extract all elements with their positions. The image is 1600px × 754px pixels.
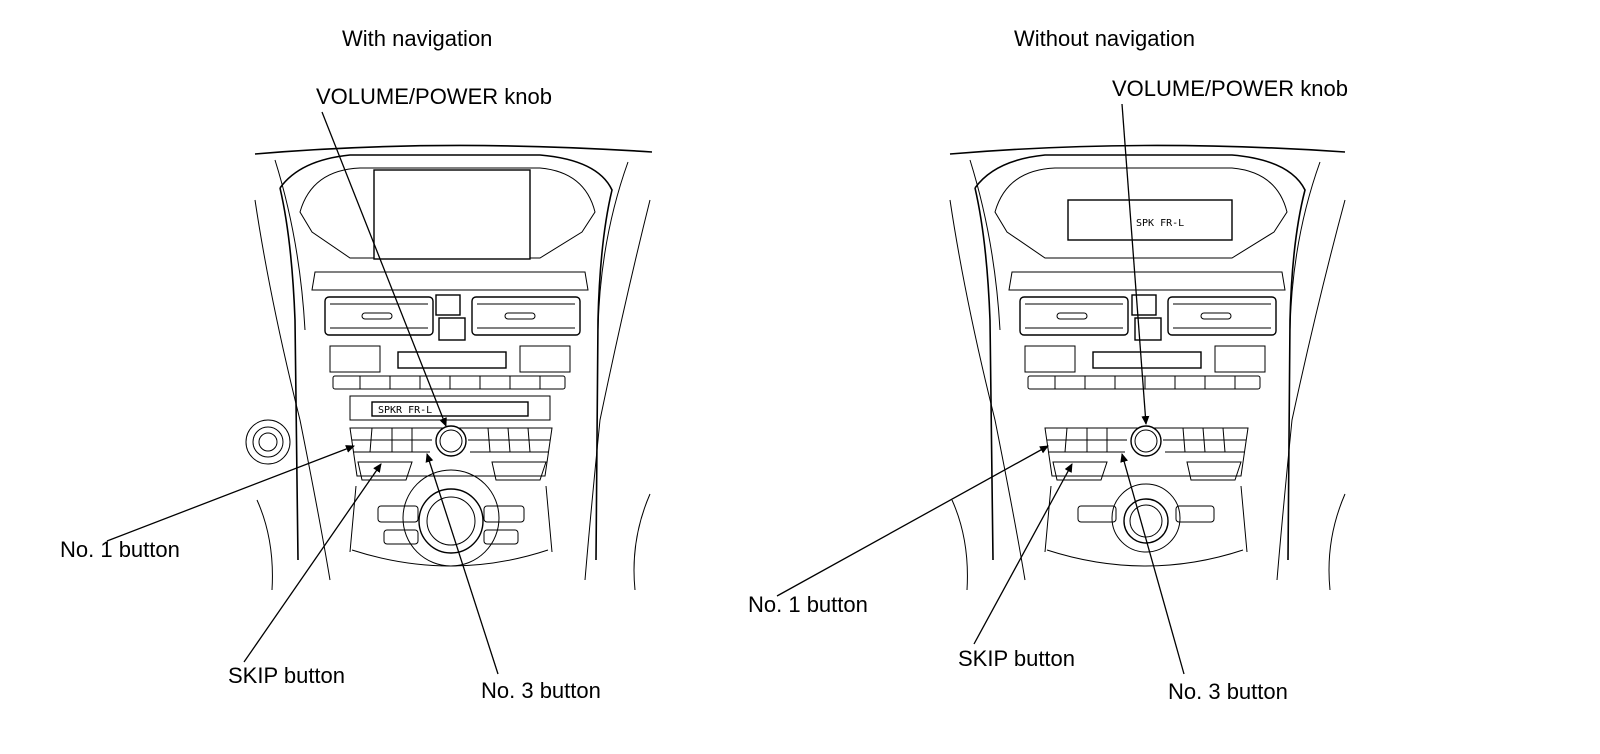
right-dashboard: SPK FR-L xyxy=(949,144,1346,591)
left-no1-label: No. 1 button xyxy=(60,537,180,562)
left-no3-leader xyxy=(425,453,499,675)
right-skip-leader xyxy=(973,463,1073,645)
left-caption: With navigation xyxy=(342,26,493,51)
right-leader-lines xyxy=(776,103,1185,675)
left-leader-lines xyxy=(106,111,499,675)
right-no1-leader xyxy=(776,445,1049,597)
right-no3-label: No. 3 button xyxy=(1168,679,1288,704)
right-skip-label: SKIP button xyxy=(958,646,1076,671)
right-info-display-text: SPK FR-L xyxy=(1136,218,1184,229)
left-no3-label: No. 3 button xyxy=(481,678,601,703)
left-skip-label: SKIP button xyxy=(228,663,346,688)
left-volume-label: VOLUME/POWER knob xyxy=(316,84,552,109)
right-no1-label: No. 1 button xyxy=(748,592,868,617)
left-no1-leader xyxy=(106,445,355,542)
left-volume-leader xyxy=(321,111,447,427)
left-radio-display-text: SPKR FR-L xyxy=(378,405,432,416)
right-volume-leader xyxy=(1121,103,1150,425)
left-dashboard: SPKR FR-L xyxy=(245,144,653,591)
right-volume-label: VOLUME/POWER knob xyxy=(1112,76,1348,101)
left-skip-leader xyxy=(243,463,382,663)
right-caption: Without navigation xyxy=(1014,26,1195,51)
right-no3-leader xyxy=(1120,453,1185,675)
